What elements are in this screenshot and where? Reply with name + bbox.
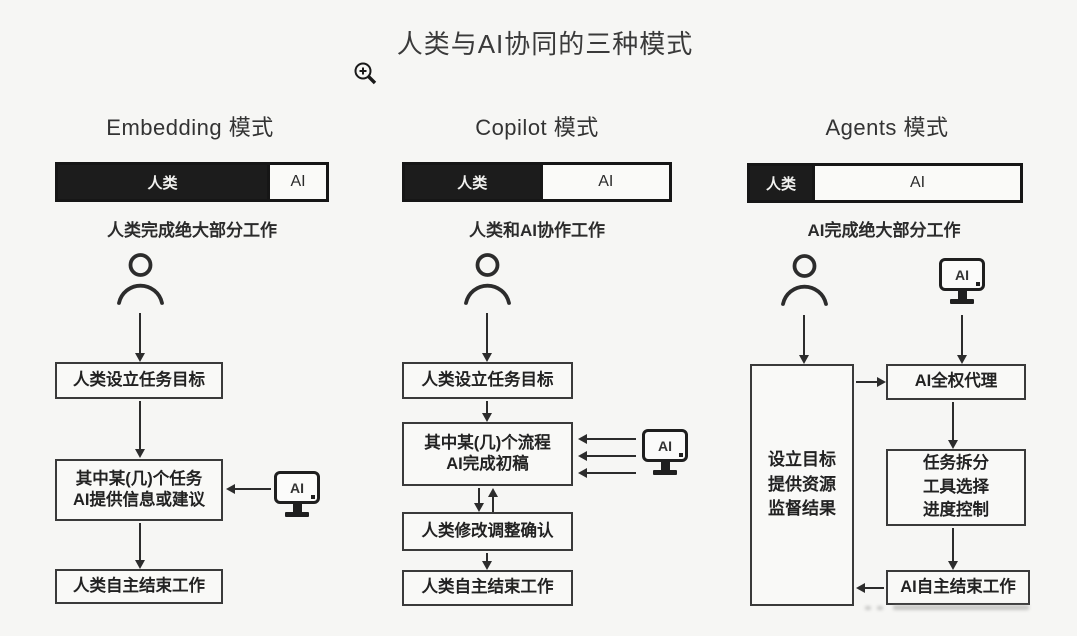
arrow bbox=[492, 496, 495, 512]
flow-box: AI全权代理 bbox=[886, 364, 1026, 400]
flow-box: 人类修改调整确认 bbox=[402, 512, 573, 551]
column-title-embedding: Embedding 模式 bbox=[106, 115, 274, 140]
screen-dot bbox=[679, 453, 683, 457]
arrow bbox=[478, 488, 481, 504]
arrow bbox=[486, 313, 489, 354]
flow-box-supervision: 设立目标 提供资源 监督结果 bbox=[750, 364, 854, 606]
bar-human-label: 人类 bbox=[766, 175, 797, 193]
arrow bbox=[856, 381, 878, 384]
flow-box: 其中某(几)个任务 AI提供信息或建议 bbox=[55, 459, 223, 521]
bar-ai-label: AI bbox=[909, 174, 926, 191]
arrow bbox=[139, 401, 142, 450]
bar-human-segment: 人类 bbox=[58, 165, 268, 199]
screen-dot bbox=[311, 495, 315, 499]
arrow bbox=[486, 401, 489, 414]
arrow bbox=[139, 523, 142, 561]
ratio-bar-copilot: 人类 AI bbox=[402, 162, 672, 202]
bar-ai-label: AI bbox=[290, 173, 306, 190]
monitor-stand bbox=[660, 462, 670, 470]
monitor-base bbox=[950, 299, 974, 304]
arrow bbox=[586, 438, 636, 441]
arrow bbox=[864, 587, 884, 590]
caption-embedding: 人类完成绝大部分工作 bbox=[107, 221, 277, 240]
flow-box: 人类自主结束工作 bbox=[402, 570, 573, 606]
caption-agents: AI完成绝大部分工作 bbox=[807, 221, 961, 240]
bar-ai-label: AI bbox=[598, 173, 614, 190]
zoom-in-icon bbox=[354, 62, 377, 85]
caption-copilot: 人类和AI协作工作 bbox=[469, 221, 605, 240]
ai-computer-icon: AI bbox=[641, 429, 689, 475]
flow-box: AI自主结束工作 bbox=[886, 570, 1030, 605]
person-icon bbox=[781, 254, 828, 306]
flow-box: 人类设立任务目标 bbox=[55, 362, 223, 399]
column-title-agents: Agents 模式 bbox=[825, 115, 949, 140]
arrow bbox=[234, 488, 271, 491]
column-title-copilot: Copilot 模式 bbox=[475, 115, 599, 140]
monitor-stand bbox=[957, 291, 967, 299]
monitor-base bbox=[653, 470, 677, 475]
watermark-smudge bbox=[877, 606, 883, 610]
arrow bbox=[586, 472, 636, 475]
arrow bbox=[139, 313, 142, 354]
bar-human-segment: 人类 bbox=[405, 165, 540, 199]
arrow bbox=[961, 315, 964, 356]
arrow bbox=[486, 553, 489, 562]
bar-human-segment: 人类 bbox=[750, 166, 813, 200]
ratio-bar-embedding: 人类 AI bbox=[55, 162, 329, 202]
arrow bbox=[803, 315, 806, 356]
flow-box: 人类自主结束工作 bbox=[55, 569, 223, 604]
flow-box: 其中某(几)个流程 AI完成初稿 bbox=[402, 422, 573, 486]
screen-dot bbox=[976, 282, 980, 286]
arrow bbox=[952, 402, 955, 441]
bar-human-label: 人类 bbox=[457, 174, 488, 192]
bar-ai-segment: AI bbox=[812, 166, 1020, 200]
bar-ai-segment: AI bbox=[539, 165, 669, 199]
arrow bbox=[952, 528, 955, 562]
ratio-bar-agents: 人类 AI bbox=[747, 163, 1023, 203]
page-title: 人类与AI协同的三种模式 bbox=[396, 29, 694, 59]
ai-computer-icon: AI bbox=[938, 258, 986, 304]
bar-ai-segment: AI bbox=[267, 165, 326, 199]
watermark-smudge bbox=[865, 606, 871, 610]
person-icon bbox=[117, 253, 164, 305]
bar-human-label: 人类 bbox=[147, 174, 178, 192]
ai-computer-icon: AI bbox=[273, 471, 321, 517]
monitor-stand bbox=[292, 504, 302, 512]
arrow bbox=[586, 455, 636, 458]
person-icon bbox=[464, 253, 511, 305]
monitor-base bbox=[285, 512, 309, 517]
flow-box: 任务拆分 工具选择 进度控制 bbox=[886, 449, 1026, 526]
watermark-smudge bbox=[893, 605, 1029, 610]
flow-box: 人类设立任务目标 bbox=[402, 362, 573, 399]
